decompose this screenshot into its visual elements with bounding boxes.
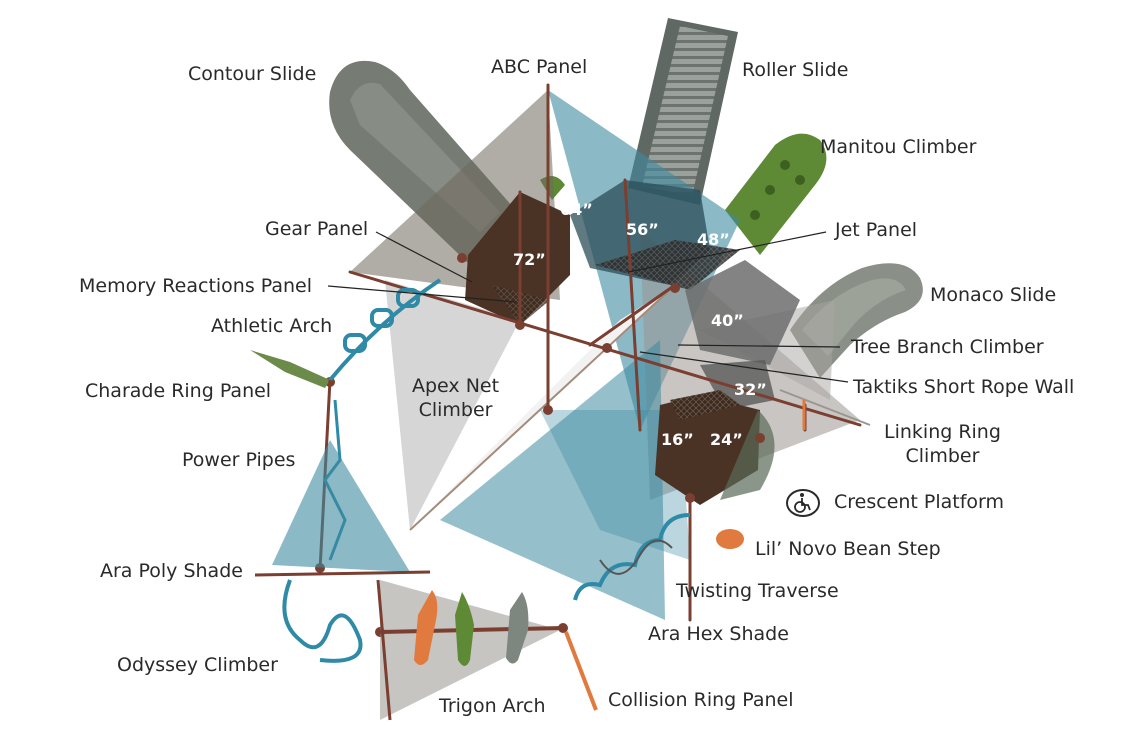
leader-lines — [327, 231, 849, 383]
label-gear-panel: Gear Panel — [265, 218, 369, 240]
deck-16-24 — [655, 390, 775, 505]
label-manitou-climber: Manitou Climber — [820, 136, 977, 158]
label-apex-net-climber: Apex Net Climber — [412, 375, 500, 421]
collision-ring-panel — [564, 631, 598, 711]
height-24: 24” — [710, 430, 743, 449]
label-roller-slide: Roller Slide — [742, 59, 849, 81]
label-charade-ring-panel: Charade Ring Panel — [85, 380, 272, 402]
label-lil-novo-bean-step: Lil’ Novo Bean Step — [755, 538, 941, 560]
label-tree-branch-climber: Tree Branch Climber — [851, 336, 1044, 358]
label-memory-reactions-panel: Memory Reactions Panel — [79, 275, 313, 297]
linking-ring-climber — [779, 389, 871, 426]
height-64: 64” — [560, 200, 593, 219]
label-power-pipes: Power Pipes — [182, 449, 296, 471]
ara-poly-shade — [272, 440, 410, 572]
lil-novo-bean-step — [716, 529, 744, 549]
label-linking-ring-climber: Linking Ring Climber — [884, 421, 1001, 467]
athletic-arch — [328, 278, 442, 382]
deck-40 — [685, 260, 800, 365]
height-40: 40” — [711, 311, 744, 330]
label-odyssey-climber: Odyssey Climber — [117, 654, 278, 676]
label-trigon-arch: Trigon Arch — [439, 695, 546, 717]
label-taktiks-short-rope-wall: Taktiks Short Rope Wall — [853, 376, 1075, 398]
height-72: 72” — [513, 250, 546, 269]
ara-hex-shade-fold — [540, 410, 690, 560]
twisting-traverse-twist — [599, 539, 673, 575]
label-ara-hex-shade: Ara Hex Shade — [648, 623, 789, 645]
twisting-traverse — [573, 513, 691, 601]
label-abc-panel: ABC Panel — [491, 56, 588, 78]
wheelchair-accessible-icon — [786, 488, 820, 518]
label-athletic-arch: Athletic Arch — [211, 315, 333, 337]
height-48: 48” — [697, 230, 730, 249]
odyssey-climber — [282, 579, 363, 663]
label-collision-ring-panel: Collision Ring Panel — [608, 689, 794, 711]
manitou-climber — [540, 133, 827, 255]
poly-shade-beam — [254, 570, 431, 577]
height-56: 56” — [626, 220, 659, 239]
label-twisting-traverse: Twisting Traverse — [676, 580, 839, 602]
label-ara-poly-shade: Ara Poly Shade — [100, 560, 243, 582]
height-16: 16” — [661, 430, 694, 449]
label-monaco-slide: Monaco Slide — [930, 284, 1057, 306]
label-crescent-platform: Crescent Platform — [834, 491, 1005, 513]
label-jet-panel: Jet Panel — [835, 219, 918, 241]
roller-slide — [628, 18, 738, 205]
height-32: 32” — [734, 380, 767, 399]
deck-48 — [595, 240, 740, 290]
trigon-arch — [376, 579, 564, 721]
charade-ring-panel — [250, 350, 330, 388]
label-contour-slide: Contour Slide — [188, 63, 317, 85]
ara-hex-shade — [440, 340, 665, 620]
